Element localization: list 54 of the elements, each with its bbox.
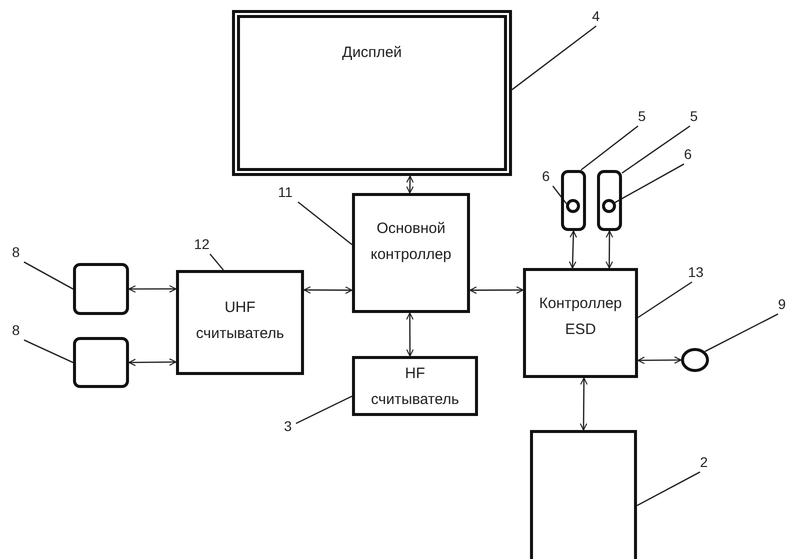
block-label: HF считыватель (370, 364, 460, 410)
antenna-box (73, 337, 129, 388)
block-label: Контроллер ESD (538, 294, 623, 340)
callout-number: 13 (688, 264, 708, 282)
callout-number: 4 (592, 8, 606, 26)
leader-line (614, 163, 684, 204)
double-arrow (606, 230, 614, 269)
leader-line (622, 125, 690, 174)
callout-number: 2 (700, 454, 712, 472)
indicator-box (597, 170, 622, 231)
controller-box (523, 268, 638, 378)
leader-line (24, 261, 74, 290)
storage-box (530, 430, 637, 559)
callout-number: 8 (12, 244, 24, 262)
leader-line (296, 396, 352, 424)
antenna-box (73, 263, 129, 315)
double-arrow (128, 358, 177, 366)
double-arrow (568, 230, 578, 269)
reader-box (176, 270, 304, 375)
controller-box (352, 193, 470, 313)
leader-line (512, 25, 597, 90)
double-arrow (303, 286, 353, 294)
display-box (232, 10, 512, 176)
leader-line (298, 201, 352, 246)
double-arrow (637, 356, 682, 364)
block-label: UHF считыватель (194, 298, 286, 344)
callout-number: 5 (638, 108, 650, 126)
leader-line (24, 339, 74, 364)
block-label: Дисплей (341, 43, 403, 63)
double-arrow (128, 285, 177, 293)
double-arrow (406, 312, 414, 357)
callout-number: 6 (542, 168, 554, 186)
callout-number: 12 (194, 236, 214, 254)
callout-number: 6 (684, 146, 696, 164)
callout-number: 8 (12, 322, 24, 340)
callout-number: 3 (284, 418, 296, 436)
leader-line (580, 125, 638, 171)
double-arrow (406, 175, 414, 194)
leader-line (210, 254, 224, 270)
leader-line (552, 186, 567, 204)
callout-number: 9 (778, 296, 790, 314)
callout-number: 5 (690, 108, 702, 126)
double-arrow (580, 377, 588, 431)
leader-line (638, 281, 692, 318)
leader-line (636, 471, 700, 506)
indicator-circle (566, 199, 580, 213)
leader-line (704, 313, 778, 352)
reader-box (352, 356, 478, 416)
indicator-circle (602, 199, 616, 213)
double-arrow (469, 286, 524, 294)
sensor-circle (681, 348, 709, 372)
block-label: Основной контроллер (370, 219, 452, 265)
indicator-box (561, 170, 586, 231)
callout-number: 11 (278, 184, 298, 202)
